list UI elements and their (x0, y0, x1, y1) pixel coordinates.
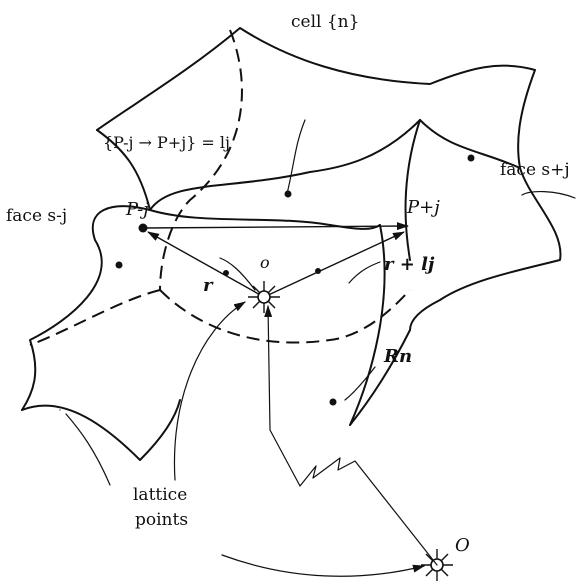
point-p-minus (139, 224, 148, 233)
leader-lines (60, 120, 575, 576)
label-origin-cell: o (260, 253, 270, 272)
label-face-plus: face s+j (500, 160, 570, 180)
leader-Rn (345, 367, 375, 400)
hidden-edge-vertical (160, 30, 242, 290)
label-p-plus: P+j (406, 197, 440, 218)
leader-lattice-O (222, 555, 424, 576)
label-Rn: Rn (383, 346, 412, 367)
hidden-edge-bottom (160, 290, 410, 343)
rn-midpoint (330, 399, 337, 406)
r-midpoint (223, 270, 229, 276)
point-face-plus (468, 155, 475, 162)
right-face-edge (410, 168, 560, 330)
label-interval: {P-j → P+j} = lj (103, 133, 230, 152)
lattice-point-o (248, 281, 280, 313)
leader-face-plus (522, 192, 575, 198)
label-face-minus: face s-j (6, 206, 67, 226)
label-lattice-line2: points (135, 510, 188, 530)
label-r-plus-l: r + lj (384, 254, 435, 275)
bottom-front-edge (22, 400, 180, 460)
front-right-edge (406, 120, 420, 260)
leader-face-minus (66, 414, 110, 485)
leader-rl (349, 262, 380, 283)
hidden-edge-left (30, 290, 160, 345)
label-origin-global: O (455, 535, 470, 556)
right-lower-edge (350, 330, 410, 425)
vector-Rn (268, 306, 437, 565)
label-r: r (203, 275, 214, 296)
label-lattice-line1: lattice (133, 485, 187, 505)
cell-outline (22, 28, 560, 460)
rl-midpoint (315, 268, 321, 274)
label-cell: cell {n} (291, 12, 359, 32)
leader-lattice-o (174, 302, 245, 480)
left-face-edge (22, 206, 150, 410)
label-p-minus: P-j (125, 199, 149, 220)
point-face-minus (116, 262, 123, 269)
vector-r-plus-l (264, 232, 404, 297)
leader-interval (287, 120, 305, 194)
